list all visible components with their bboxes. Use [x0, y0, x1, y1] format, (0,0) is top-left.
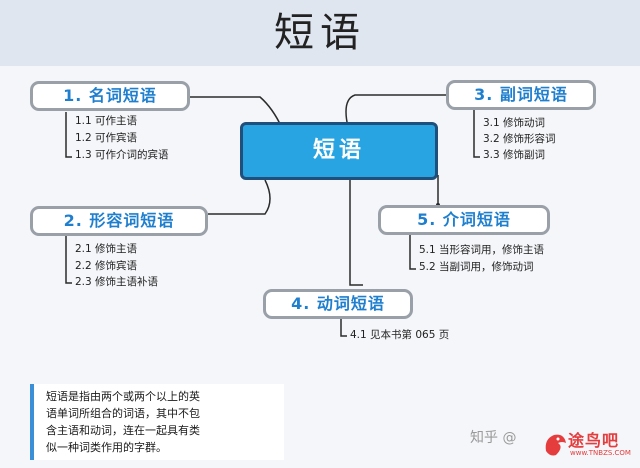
connector-4 [349, 180, 363, 286]
header: 短语 [0, 0, 640, 66]
definition-note: 短语是指由两个或两个以上的英 语单词所组合的词语，其中不包 含主语和动词，连在一… [30, 384, 284, 460]
note-line: 含主语和动词，连在一起具有类 [46, 424, 200, 437]
note-line: 似一种词类作用的字群。 [46, 441, 167, 454]
sub-item: 3.2 修饰形容词 [483, 133, 556, 145]
sub-item: 5.2 当副词用，修饰动词 [419, 261, 534, 273]
bracket-5 [409, 234, 416, 270]
bracket-2 [65, 235, 72, 284]
sub-item: 5.1 当形容词用，修饰主语 [419, 244, 545, 256]
note-line: 短语是指由两个或两个以上的英 [46, 390, 200, 403]
topic-noun-phrase: 1. 名词短语 [30, 81, 190, 111]
topic-verb-phrase: 4. 动词短语 [263, 289, 413, 319]
site-url: www.TNBZS.COM [570, 449, 631, 457]
sub-item: 3.1 修饰动词 [483, 117, 546, 129]
topic-preposition-phrase: 5. 介词短语 [378, 205, 550, 235]
bird-icon [545, 434, 566, 456]
sub-item: 4.1 见本书第 065 页 [350, 329, 450, 341]
page-title: 短语 [274, 10, 366, 56]
sub-item: 3.3 修饰副词 [483, 149, 546, 161]
sub-item: 1.1 可作主语 [75, 115, 138, 127]
bracket-1 [65, 112, 72, 158]
sub-item: 2.2 修饰宾语 [75, 260, 138, 272]
bracket-3 [473, 110, 480, 158]
sub-item: 2.1 修饰主语 [75, 243, 138, 255]
bracket-4 [340, 318, 347, 337]
topic-adverb-phrase: 3. 副词短语 [446, 80, 596, 110]
site-name: 途鸟吧 [568, 431, 620, 450]
center-node: 短语 [240, 122, 438, 180]
site-logo: 途鸟吧 www.TNBZS.COM [540, 425, 640, 465]
zhihu-watermark: 知乎 @ [470, 430, 517, 446]
sub-item: 2.3 修饰主语补语 [75, 276, 159, 288]
sub-item: 1.2 可作宾语 [75, 132, 138, 144]
topic-adjective-phrase: 2. 形容词短语 [30, 206, 208, 236]
sub-item: 1.3 可作介词的宾语 [75, 149, 169, 161]
connector-2 [208, 179, 271, 215]
note-line: 语单词所组合的词语，其中不包 [46, 407, 200, 420]
